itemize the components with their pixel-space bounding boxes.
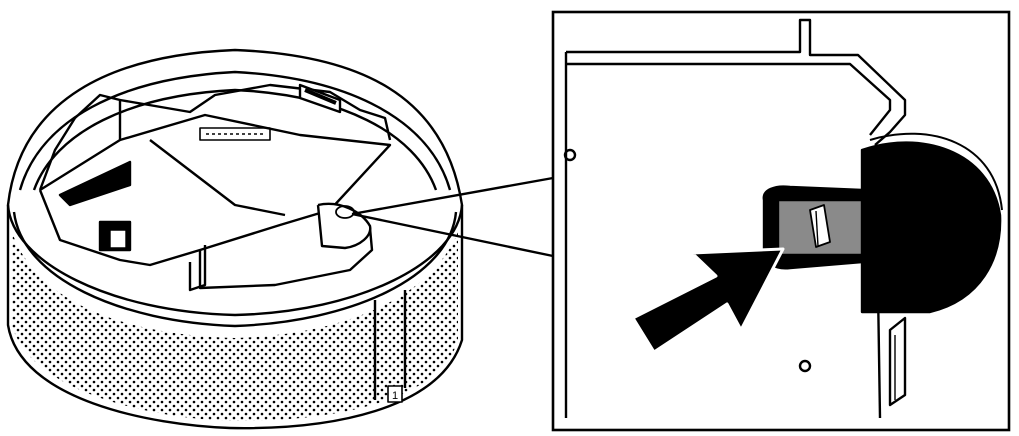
- front-panel: [373, 290, 407, 400]
- front-marking-text: 1: [392, 390, 398, 402]
- socket-dark-left: [58, 160, 132, 207]
- tray-front-lip: [198, 227, 374, 290]
- arrow-icon: [631, 247, 785, 354]
- latch-point: [335, 205, 355, 219]
- base-rim-inner-top: [32, 88, 438, 191]
- perforated-side: [12, 232, 458, 422]
- housing-hole-bottom: [798, 359, 812, 373]
- tray-divider: [149, 139, 286, 217]
- lower-guide: [888, 316, 907, 407]
- connector-strip: [199, 127, 271, 141]
- housing-hole-left: [563, 148, 577, 162]
- base-rim-top: [6, 204, 464, 317]
- latch-body-outline: [869, 132, 1003, 211]
- front-marking-box: [387, 385, 403, 403]
- housing-top-inner: [566, 62, 892, 136]
- housing-top: [566, 18, 907, 146]
- zoom-panel: [551, 10, 1011, 432]
- tray-step: [188, 245, 207, 292]
- base-unit: 1: [6, 48, 464, 430]
- latch-body-dark: [860, 141, 1002, 314]
- zoom-detail: [563, 18, 1003, 419]
- zoom-leader-lines: [351, 176, 554, 258]
- base-rim-outer-top: [18, 70, 452, 191]
- lower-edge: [876, 289, 882, 419]
- latch-lever-mark: [809, 204, 831, 248]
- base-rim-inner: [12, 211, 458, 328]
